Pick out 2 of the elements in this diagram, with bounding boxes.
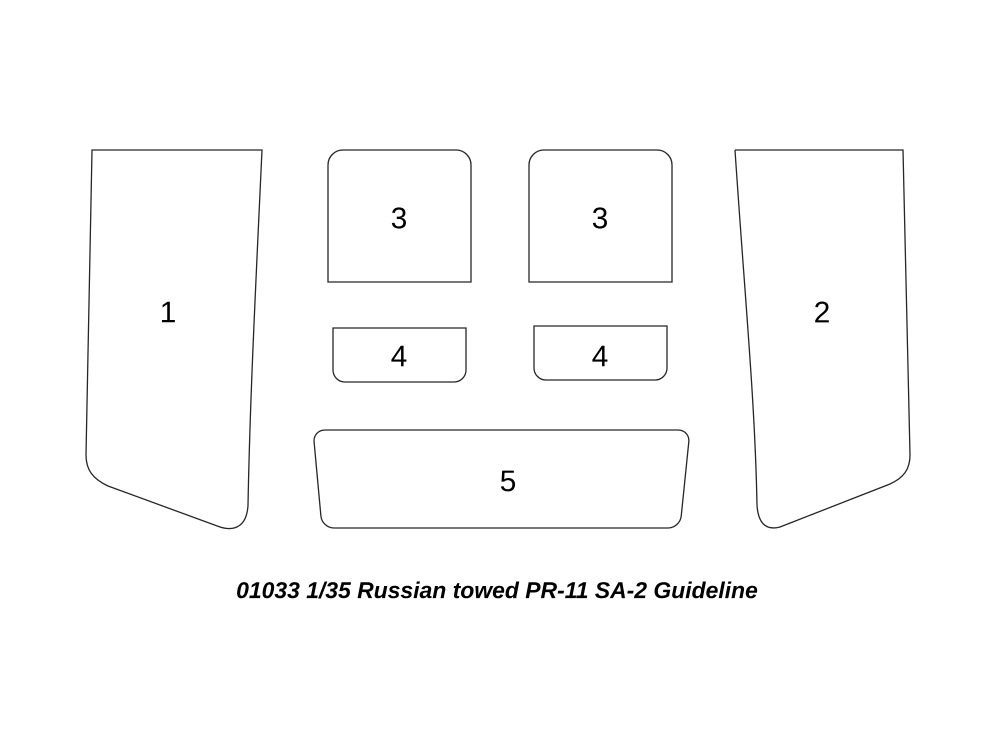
caption: 01033 1/35 Russian towed PR-11 SA-2 Guideline [237, 581, 758, 599]
mask-shape: 2 [734, 149, 911, 529]
